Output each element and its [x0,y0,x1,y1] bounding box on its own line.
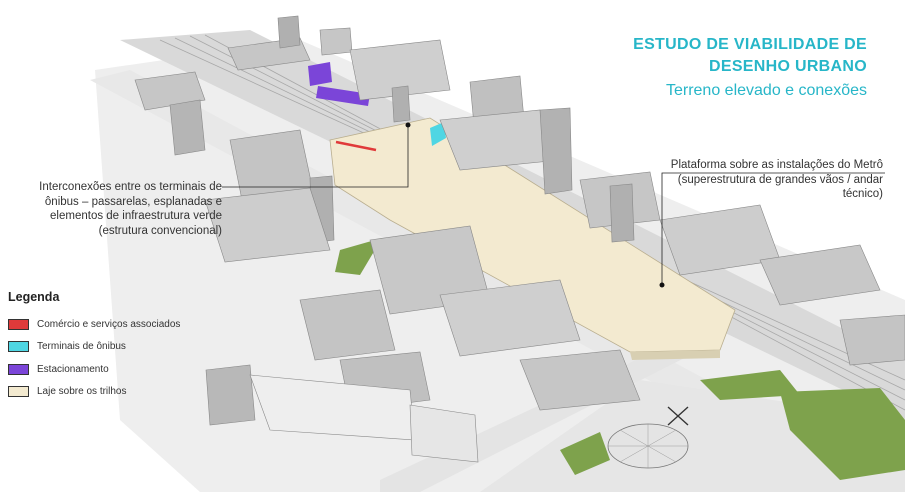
legend-item-parking: Estacionamento [8,358,180,381]
parking-block-1 [308,62,332,86]
legend-label-slab: Laje sobre os trilhos [37,386,127,398]
legend-title: Legenda [8,290,60,304]
legend-swatch-slab [8,386,29,398]
title-subtitle: Terreno elevado e conexões [665,82,867,99]
legend-item-commerce: Comércio e serviços associados [8,313,180,336]
buildings [134,15,905,463]
slab-edge [630,350,720,360]
parking-block-2 [316,86,370,106]
commerce-strip [335,140,377,152]
annotation-right: Plataforma sobre as instalações do Metrô… [670,159,883,200]
leader-dot-left [405,122,411,128]
legend-swatch-bus-terminals [8,341,29,353]
legend-swatch-commerce [8,318,29,330]
title-block: ESTUDO DE VIABILIDADE DE DESENHO URBANO … [633,34,867,102]
legend-swatch-parking [8,363,29,375]
legend-item-slab: Laje sobre os trilhos [8,381,180,404]
cross-sculpture [667,406,689,426]
leader-line-left [222,125,409,188]
bus-terminal-block [430,122,446,146]
legend-label-commerce: Comércio e serviços associados [37,318,181,330]
stadium-rays [608,424,688,468]
legend-label-bus-terminals: Terminais de ônibus [37,341,126,353]
title-line-2: DESENHO URBANO [709,58,867,75]
title-line-1: ESTUDO DE VIABILIDADE DE [633,36,867,53]
leader-dot-right [659,282,665,288]
legend-item-bus-terminals: Terminais de ônibus [8,336,180,359]
legend-label-parking: Estacionamento [37,363,109,375]
leader-line-right [661,172,885,285]
annotation-left: Interconexões entre os terminais de ônib… [39,181,222,237]
legend: Legenda Comércio e serviços associados T… [8,290,180,403]
